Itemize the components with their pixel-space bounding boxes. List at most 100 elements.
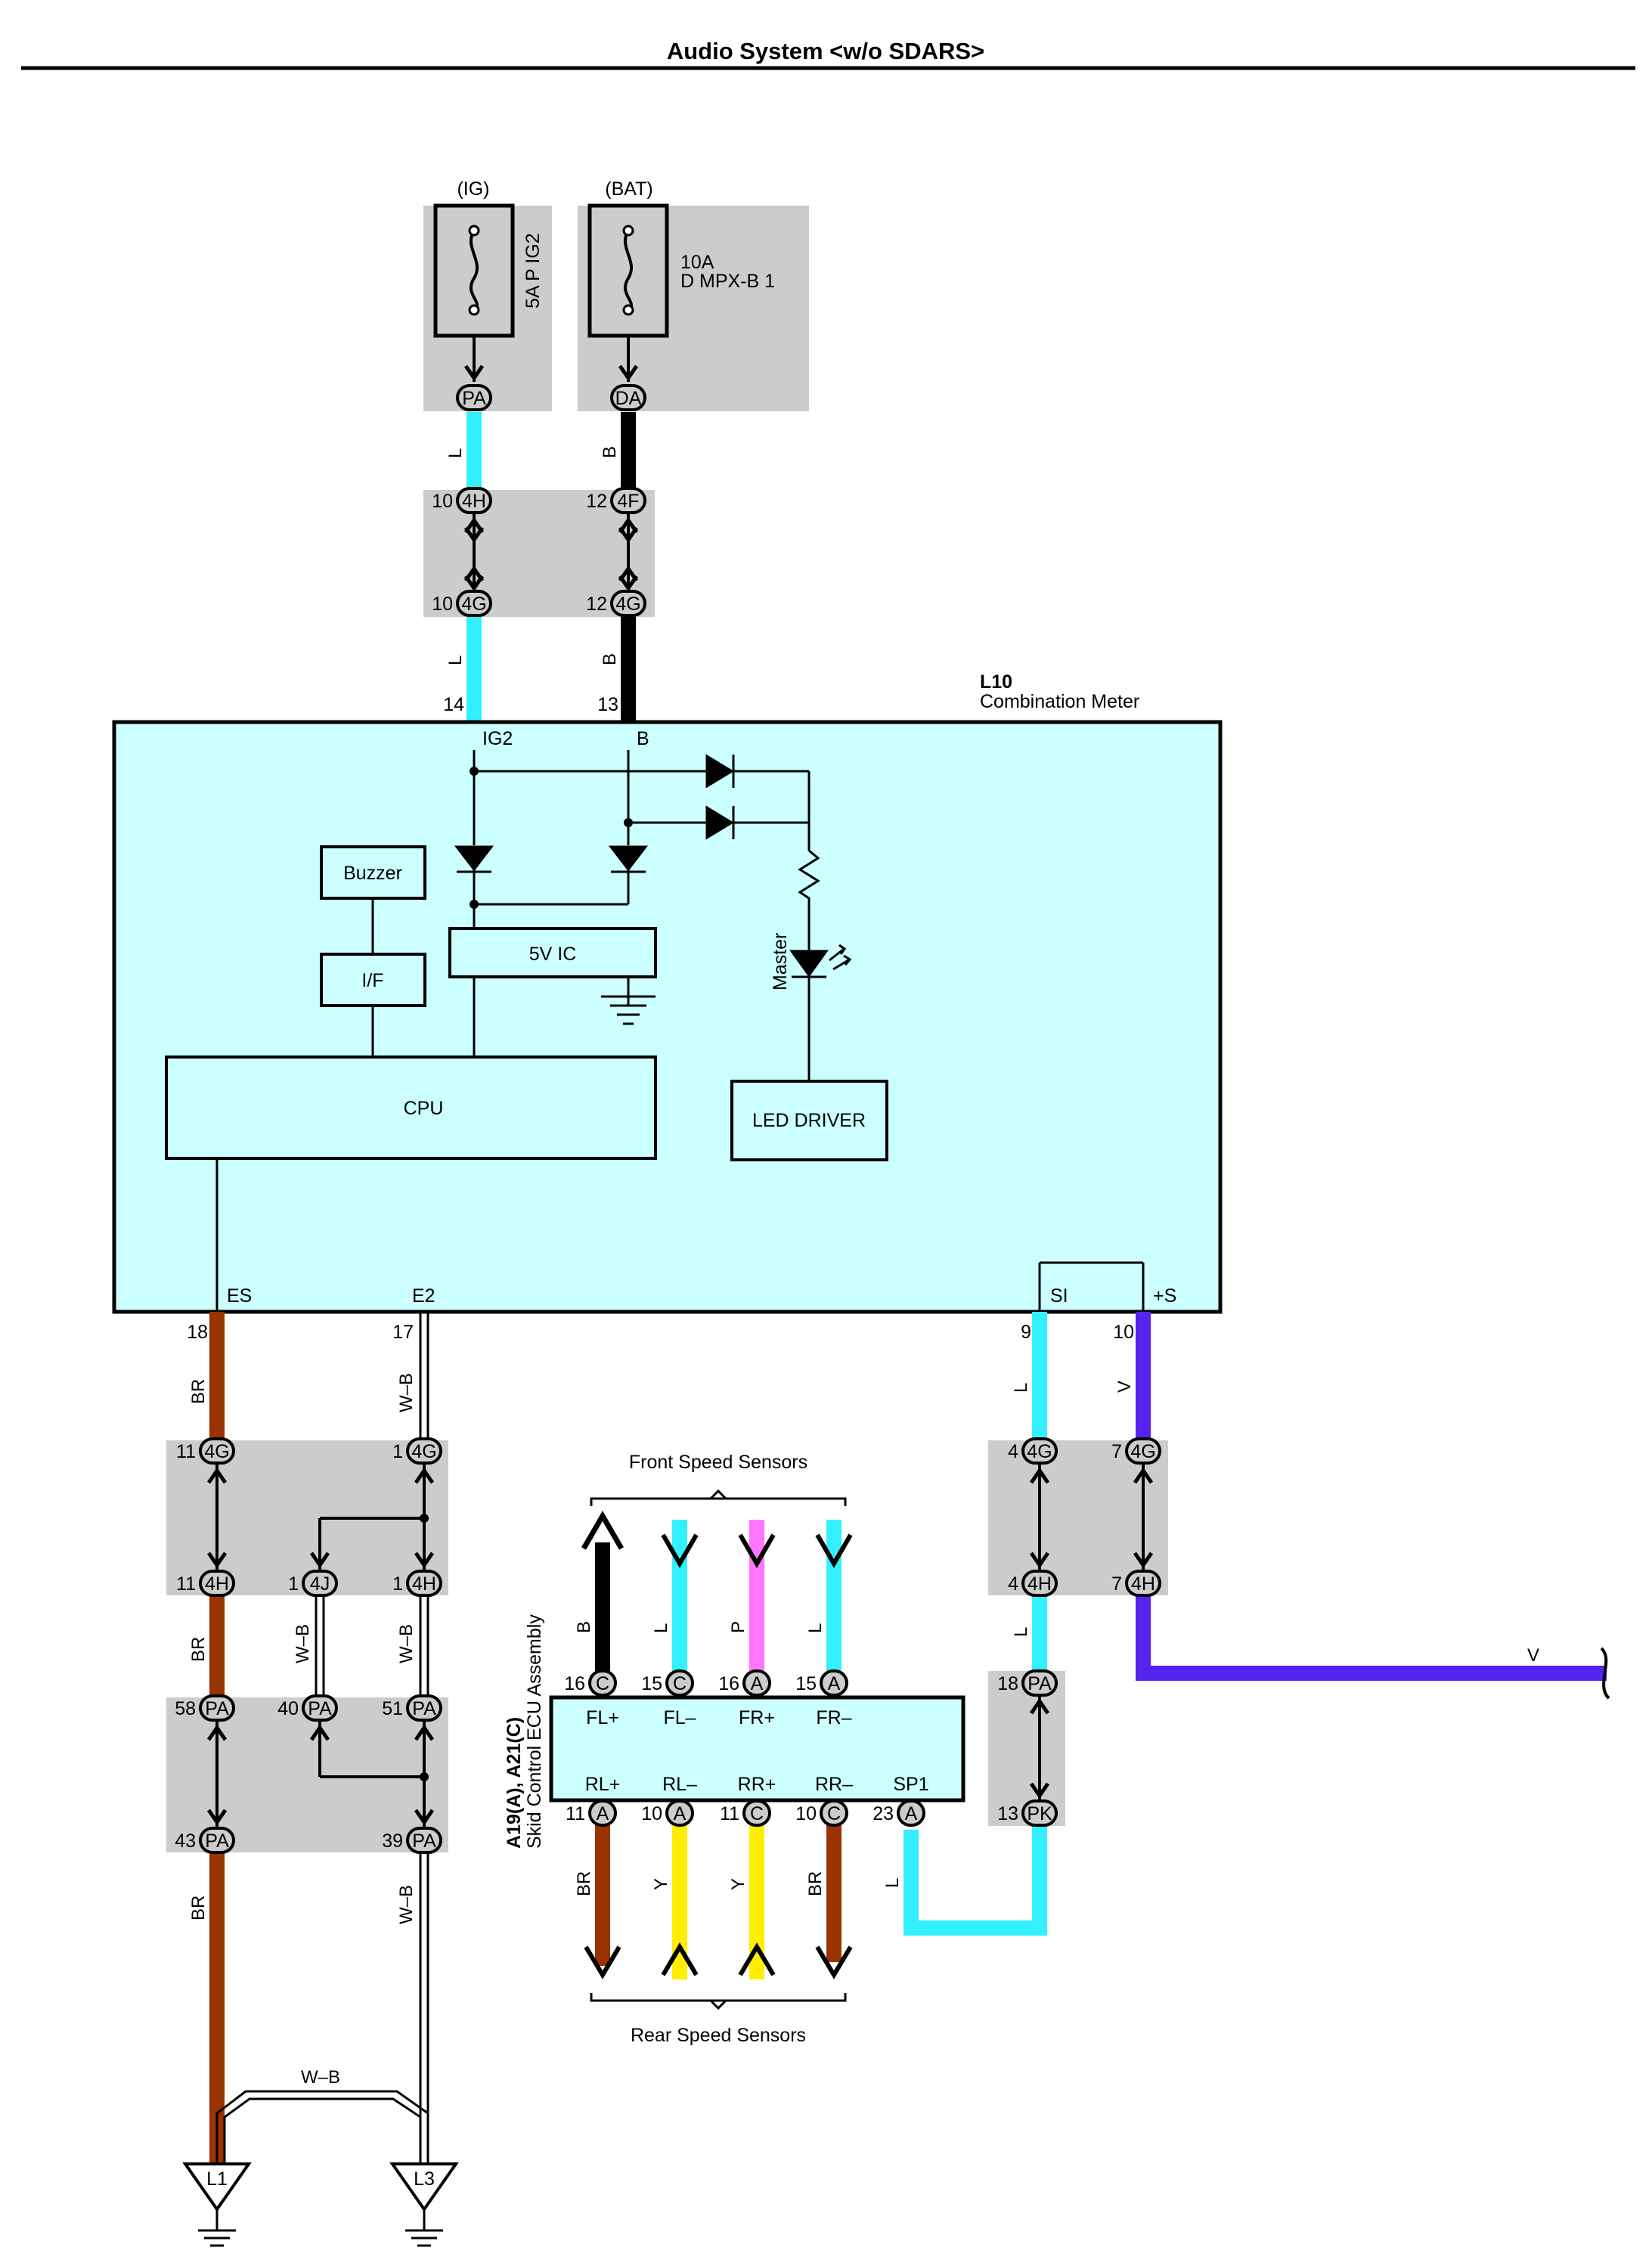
conn-4g-7-pin: 7 [1111, 1441, 1122, 1462]
conn-4g-12-pin: 12 [586, 594, 607, 615]
wire-label-b-2: B [600, 653, 620, 665]
conn-4g-11-pin: 11 [176, 1441, 196, 1462]
ecu-conn-sp1: A23 [872, 1799, 925, 1827]
conn-4h-1-code: 4H [412, 1573, 436, 1595]
front-arrow-fr-minus [815, 1533, 853, 1568]
pin-ig2-name: IG2 [482, 728, 513, 749]
wire-label-b-1: B [600, 446, 620, 458]
ecu-conn-sp1-code: A [905, 1803, 918, 1824]
front-sensors-brace [590, 1489, 847, 1506]
led-light-rays-icon [829, 944, 852, 971]
conn-pa-43-pin: 43 [175, 1830, 196, 1852]
conn-4f-12-code: 4F [617, 491, 639, 512]
wire-label-br-3: BR [188, 1896, 209, 1920]
diode-ig2 [454, 845, 494, 873]
ecu-pin-fl-plus: FL+ [586, 1707, 619, 1728]
conn-4g-12-code: 4G [615, 594, 640, 615]
wire-label-fl-plus: B [574, 1621, 594, 1633]
conn-pa-51-pin: 51 [382, 1698, 403, 1719]
ecu-conn-fr-minus: A15 [795, 1669, 848, 1697]
conn-4g-11-code: 4G [204, 1441, 229, 1462]
wire-label-v-1: V [1114, 1381, 1135, 1393]
ecu-pin-sp1: SP1 [893, 1774, 928, 1795]
pin-e2-name: E2 [412, 1285, 435, 1307]
conn-4g-4-code: 4G [1027, 1441, 1052, 1462]
conn-4g-1-code: 4G [411, 1441, 436, 1462]
ecu-conn-rr-plus-pin: 11 [720, 1803, 739, 1824]
fuse-ig-label: 5A P IG2 [522, 233, 544, 308]
pin-ig2-num: 14 [443, 694, 464, 715]
conn-4h-4-code: 4H [1027, 1573, 1052, 1595]
meter-ref: L10 [980, 671, 1012, 693]
rear-arrow-rl-minus [661, 1942, 699, 1976]
ecu-pin-rl-plus: RL+ [585, 1774, 621, 1795]
wire-label-l-si-1: L [1011, 1383, 1031, 1393]
conn-4g-1: 4G 1 [392, 1437, 442, 1465]
ecu-conn-rl-minus-pin: 10 [641, 1803, 662, 1824]
rear-sensors-brace [590, 1993, 847, 2010]
conn-4g-4: 4G4 [1008, 1437, 1058, 1465]
conn-pa-51: PA 51 [382, 1694, 442, 1722]
conn-pa-40-code: PA [308, 1698, 332, 1719]
conn-4h-10-pin: 10 [432, 491, 453, 512]
conn-4j-1-code: 4J [310, 1573, 330, 1595]
rear-arrow-rl-plus [584, 1945, 621, 1979]
ecu-conn-fl-minus-code: C [673, 1673, 687, 1694]
ground-l1: L1 [182, 2162, 252, 2247]
wire-label-l-sp1: L [882, 1878, 903, 1888]
conn-4f-12-pin: 12 [586, 491, 607, 512]
wire-label-l-2: L [445, 656, 466, 665]
conn-pa-39-code: PA [412, 1830, 436, 1852]
conn-pa-39: PA 39 [382, 1827, 442, 1854]
wire-label-wb-3: W–B [293, 1624, 313, 1663]
pin-si-num: 9 [1021, 1322, 1031, 1343]
conn-pk-13-pin: 13 [997, 1803, 1018, 1824]
regulator-block [448, 927, 657, 978]
wire-label-rr-minus: BR [805, 1871, 826, 1896]
skid-control-ecu [549, 1695, 965, 1803]
ecu-conn-rr-plus: C 11 [720, 1799, 771, 1827]
meter-name: Combination Meter [980, 691, 1139, 712]
buzzer-block [320, 845, 426, 900]
junction-right-panel-1 [988, 1440, 1168, 1595]
conn-4h-11-pin: 11 [176, 1573, 196, 1595]
diode-led-1 [705, 754, 735, 789]
pin-e2-num: 17 [392, 1322, 414, 1343]
pin-b-num: 13 [597, 694, 618, 715]
conn-4g-1-pin: 1 [392, 1441, 403, 1462]
conn-pk-13-code: PK [1027, 1803, 1052, 1824]
conn-4h-7-code: 4H [1131, 1573, 1155, 1595]
diode-b [608, 845, 649, 873]
wire-label-fr-minus: L [805, 1623, 826, 1633]
ecu-conn-rl-plus-pin: 11 [566, 1803, 585, 1824]
fuse-bat-amp: 10A [680, 252, 714, 273]
wire-label-wb-5: W–B [301, 2067, 340, 2088]
wire-label-rl-plus: BR [574, 1871, 594, 1896]
ecu-conn-fl-plus-code: C [596, 1673, 609, 1694]
conn-4g-10-pin: 10 [432, 594, 453, 615]
ecu-conn-fr-plus-code: A [751, 1673, 764, 1694]
ecu-conn-rr-plus-code: C [750, 1803, 764, 1824]
ecu-pin-rl-minus: RL– [662, 1774, 697, 1795]
junction-right-panel-2 [988, 1671, 1065, 1826]
ground-l1-label: L1 [206, 2168, 228, 2190]
wire-si-l-3 [903, 1826, 1047, 1936]
led-master-icon [789, 950, 829, 978]
fuse-ig-panel [423, 206, 552, 411]
pin-es-name: ES [227, 1285, 252, 1307]
conn-pa-39-pin: 39 [382, 1830, 403, 1852]
pin-si-name: SI [1050, 1285, 1068, 1307]
conn-4h-4-pin: 4 [1008, 1573, 1018, 1595]
conn-pa-51-code: PA [412, 1698, 436, 1719]
junction-left-panel-2 [166, 1697, 448, 1852]
wire-label-l-1: L [445, 448, 466, 458]
conn-4g-7-code: 4G [1130, 1441, 1155, 1462]
conn-pa-18-code: PA [1027, 1673, 1052, 1694]
